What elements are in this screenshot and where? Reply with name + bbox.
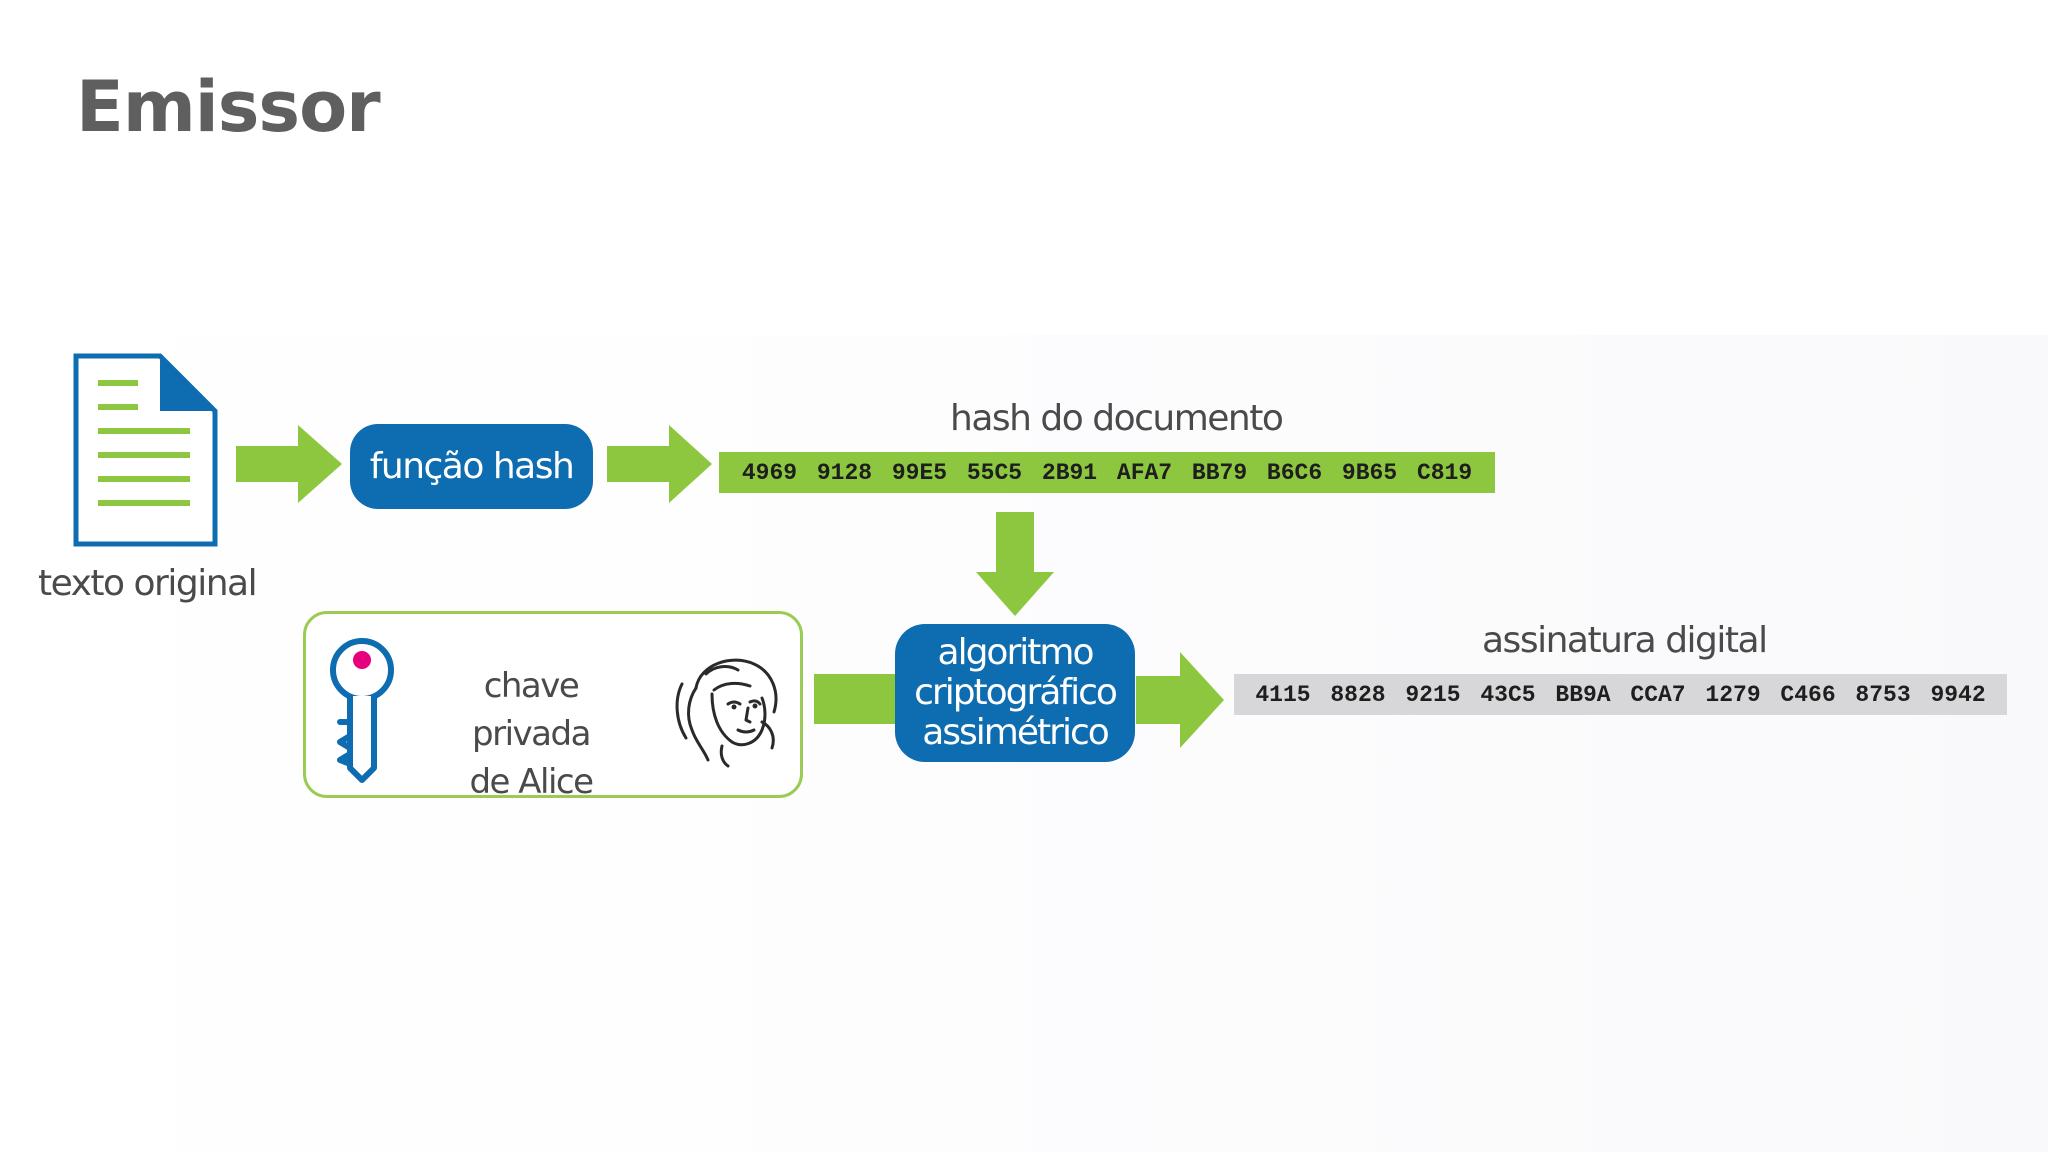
arrow-right-icon	[814, 674, 898, 724]
algorithm-label-line3: assimétrico	[922, 712, 1110, 753]
key-icon	[330, 638, 394, 783]
hash-caption: hash do documento	[950, 398, 1284, 439]
document-icon	[73, 353, 218, 547]
signature-value-bar: 4115 8828 9215 43C5 BB9A CCA7 1279 C466 …	[1234, 674, 2007, 715]
arrow-right-icon	[1136, 652, 1224, 748]
algorithm-label-line2: criptográfico	[914, 672, 1118, 713]
arrow-right-icon	[607, 425, 712, 503]
document-caption: texto original	[38, 563, 258, 604]
arrow-down-icon	[976, 512, 1054, 616]
slide-title: Emissor	[76, 66, 381, 148]
algorithm-label-line1: algoritmo	[937, 632, 1095, 673]
private-key-label: chave privada de Alice	[426, 662, 636, 806]
hash-function-node: função hash	[350, 424, 593, 509]
signature-caption: assinatura digital	[1482, 620, 1768, 661]
hash-value-bar: 4969 9128 99E5 55C5 2B91 AFA7 BB79 B6C6 …	[719, 452, 1495, 493]
private-key-box: chave privada de Alice	[303, 611, 803, 802]
alice-portrait-icon	[675, 658, 778, 768]
asymmetric-algorithm-node: algoritmo criptográfico assimétrico	[895, 624, 1135, 762]
arrow-right-icon	[236, 425, 342, 503]
private-key-label-line2: de Alice	[469, 762, 594, 802]
private-key-label-line1: chave privada	[472, 666, 591, 754]
